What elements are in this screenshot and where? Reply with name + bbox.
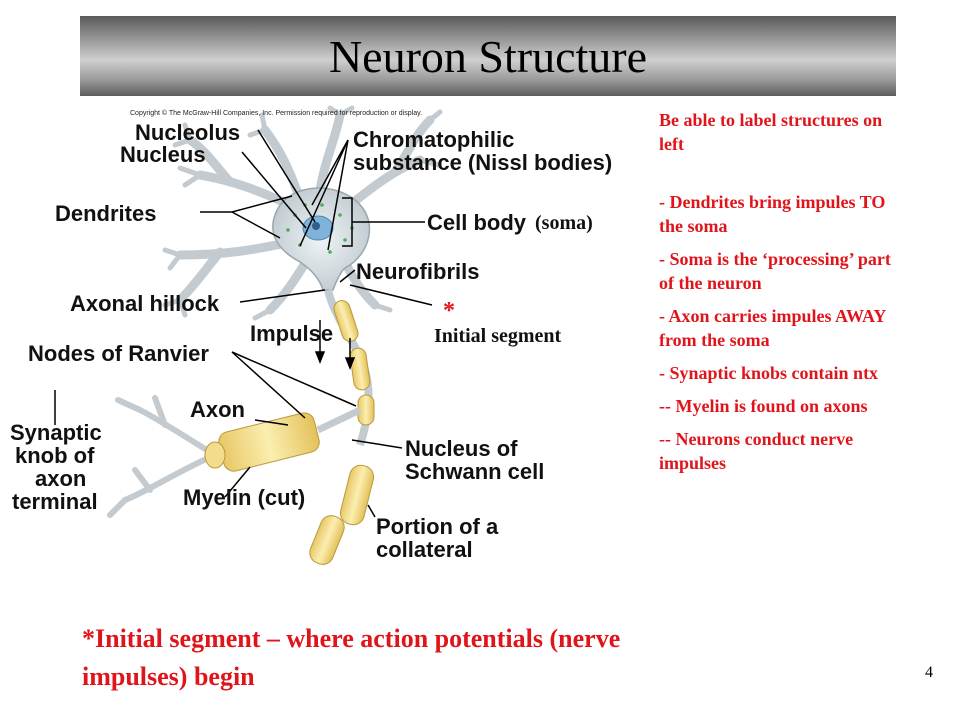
title-bar: Neuron Structure — [80, 16, 896, 96]
neuron-diagram — [54, 105, 443, 565]
synaptic-knob-shape — [204, 441, 226, 469]
label-axon: Axon — [190, 397, 245, 422]
side-note-item: -- Myelin is found on axons — [659, 396, 868, 416]
label-synaptic-2: knob of — [15, 443, 95, 468]
label-schwann-2: Schwann cell — [405, 459, 545, 484]
label-myelin-cut: Myelin (cut) — [183, 485, 306, 510]
footnote: *Initial segment – where action potentia… — [82, 624, 621, 691]
label-collateral-2: collateral — [376, 537, 473, 562]
label-axonal-hillock: Axonal hillock — [70, 291, 220, 316]
side-note-item: - Dendrites bring impules TO the soma — [659, 192, 886, 236]
label-nucleus: Nucleus — [120, 142, 206, 167]
label-synaptic-1: Synaptic — [10, 420, 102, 445]
label-chromatophilic-1: Chromatophilic — [353, 127, 515, 152]
side-note-item: - Soma is the ‘processing’ part of the n… — [659, 249, 891, 293]
label-initial-segment: Initial segment — [434, 325, 562, 347]
impulse-arrows — [314, 320, 356, 371]
label-synaptic-3: axon — [35, 466, 87, 491]
leader-lines — [54, 129, 433, 518]
myelin-segments — [218, 300, 375, 565]
label-schwann-1: Nucleus of — [405, 436, 518, 461]
nucleolus-shape — [312, 222, 320, 230]
copyright-notice: Copyright © The McGraw-Hill Companies, I… — [130, 110, 423, 117]
label-collateral-1: Portion of a — [376, 514, 499, 539]
label-neurofibrils: Neurofibrils — [356, 259, 480, 284]
label-chromatophilic-2: substance (Nissl bodies) — [353, 150, 613, 175]
axon-branch — [316, 406, 362, 434]
page-number: 4 — [925, 664, 933, 681]
label-nucleolus: Nucleolus — [135, 120, 241, 145]
side-notes-intro: Be able to label structures on left — [659, 110, 883, 154]
label-dendrites: Dendrites — [55, 201, 157, 226]
label-synaptic-4: terminal — [12, 489, 98, 514]
dendrite-branches — [162, 105, 443, 321]
side-notes: Be able to label structures on left - De… — [659, 108, 899, 484]
slide-title: Neuron Structure — [328, 30, 648, 82]
side-note-item: -- Neurons conduct nerve impulses — [659, 429, 854, 473]
side-note-item: - Axon carries impules AWAY from the som… — [659, 306, 886, 350]
initial-segment-asterisk: * — [443, 298, 455, 324]
label-cell-body: Cell body — [427, 210, 527, 235]
label-nodes-of-ranvier: Nodes of Ranvier — [28, 341, 209, 366]
label-soma-note: (soma) — [535, 212, 593, 234]
label-impulse: Impulse — [250, 321, 334, 346]
side-note-item: - Synaptic knobs contain ntx — [659, 363, 879, 383]
